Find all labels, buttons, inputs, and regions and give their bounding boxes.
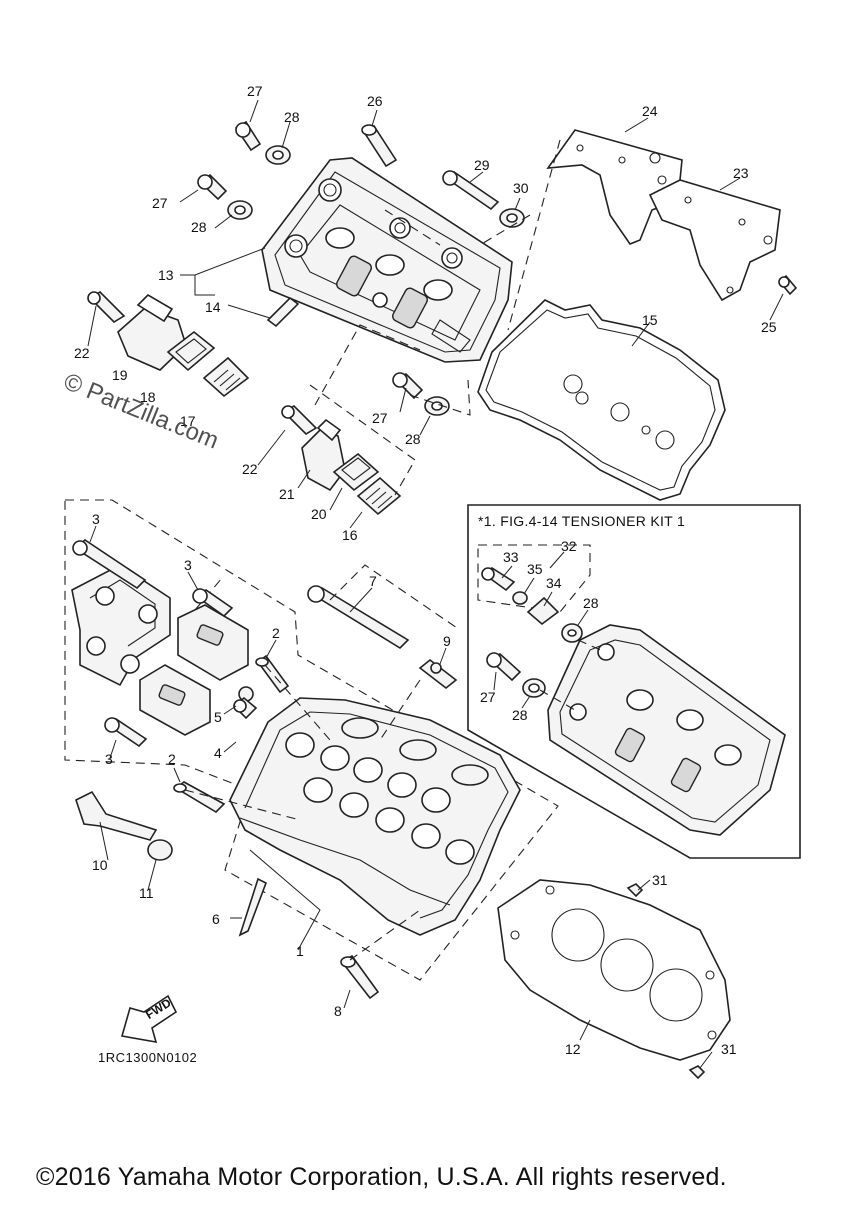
lower-small-parts (75, 585, 458, 1000)
callout-3: 3 (184, 557, 192, 573)
callout-17: 17 (180, 413, 196, 429)
kit-callout-28: 28 (583, 595, 599, 611)
callout-2: 2 (272, 625, 280, 641)
leader-lines-lower (89, 525, 461, 1009)
air-induction-left (87, 290, 300, 398)
fwd-arrow (120, 994, 178, 1044)
callout-7: 7 (369, 573, 377, 589)
callout-3: 3 (105, 751, 113, 767)
air-induction-lower (281, 404, 402, 516)
callout-27: 27 (247, 83, 263, 99)
callout-21: 21 (279, 486, 295, 502)
callout-19: 19 (112, 367, 128, 383)
callout-23: 23 (733, 165, 749, 181)
camshaft-caps (71, 539, 249, 748)
kit-callout-27: 27 (480, 689, 496, 705)
callout-22: 22 (74, 345, 90, 361)
callout-27: 27 (372, 410, 388, 426)
tensioner-kit-box (467, 504, 801, 859)
callout-29: 29 (474, 157, 490, 173)
callout-14: 14 (205, 299, 221, 315)
callout-27: 27 (152, 195, 168, 211)
callout-5: 5 (214, 709, 222, 725)
kit-callout-35: 35 (527, 561, 543, 577)
callout-26: 26 (367, 93, 383, 109)
callout-6: 6 (212, 911, 220, 927)
callout-11: 11 (139, 885, 154, 901)
callout-20: 20 (311, 506, 327, 522)
kit-callout-34: 34 (546, 575, 562, 591)
callout-28: 28 (191, 219, 207, 235)
kit-callout-28: 28 (512, 707, 528, 723)
leader-lines-upper (87, 99, 784, 529)
cover-plates (546, 129, 781, 302)
callout-31: 31 (721, 1041, 737, 1057)
callout-31: 31 (652, 872, 668, 888)
callout-28: 28 (284, 109, 300, 125)
callout-1: 1 (296, 943, 304, 959)
cylinder-head (229, 697, 521, 936)
copyright-notice: ©2016 Yamaha Motor Corporation, U.S.A. A… (36, 1163, 727, 1191)
tensioner-kit-title: *1. FIG.4-14 TENSIONER KIT 1 (478, 513, 686, 529)
callout-24: 24 (642, 103, 658, 119)
callout-3: 3 (92, 511, 100, 527)
callout-15: 15 (642, 312, 658, 328)
cover-bolts (197, 120, 798, 416)
kit-callout-33: 33 (503, 549, 519, 565)
callout-30: 30 (513, 180, 529, 196)
callout-2: 2 (168, 751, 176, 767)
cylinder-head-gasket (497, 879, 731, 1080)
callout-18: 18 (140, 389, 156, 405)
callout-22: 22 (242, 461, 258, 477)
callout-25: 25 (761, 319, 777, 335)
callout-16: 16 (342, 527, 358, 543)
kit-callout-32: 32 (561, 538, 577, 554)
callout-12: 12 (565, 1041, 581, 1057)
callout-28: 28 (405, 431, 421, 447)
callout-4: 4 (214, 745, 222, 761)
callout-9: 9 (443, 633, 451, 649)
head-cover-gasket (477, 299, 726, 501)
callout-13: 13 (158, 267, 174, 283)
callout-8: 8 (334, 1003, 342, 1019)
diagram-code: 1RC1300N0102 (98, 1050, 198, 1065)
callout-10: 10 (92, 857, 108, 873)
